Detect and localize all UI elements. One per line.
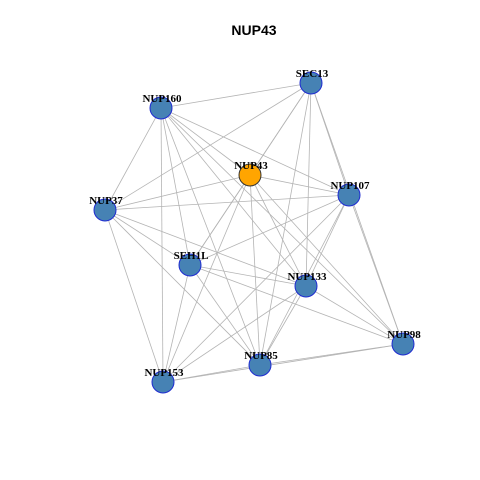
edge-nup160-nup153 — [160, 107, 164, 383]
edge-nup107-nup133 — [305, 194, 350, 287]
edge-nup37-nup153 — [104, 209, 164, 383]
edge-nup160-nup98 — [160, 107, 404, 345]
node-label-nup43: NUP43 — [234, 160, 268, 172]
node-seh1l[interactable] — [178, 253, 202, 277]
edge-nup160-nup43 — [160, 107, 251, 176]
node-label-nup98: NUP98 — [387, 329, 421, 341]
edge-nup43-nup98 — [249, 174, 404, 345]
edge-nup85-nup153 — [162, 364, 261, 383]
edge-nup133-nup98 — [305, 285, 404, 345]
node-label-nup153: NUP153 — [144, 367, 184, 379]
node-label-nup37: NUP37 — [89, 195, 123, 207]
edge-nup43-nup85 — [249, 174, 261, 366]
edge-nup43-nup37 — [104, 174, 251, 211]
edge-nup37-seh1l — [104, 209, 191, 266]
edge-sec13-nup85 — [259, 82, 312, 366]
edge-seh1l-nup98 — [189, 264, 404, 345]
edge-nup133-nup85 — [259, 285, 307, 366]
edge-layer — [104, 82, 404, 383]
node-nup107[interactable] — [337, 183, 361, 207]
edge-seh1l-nup85 — [189, 264, 261, 366]
node-label-nup85: NUP85 — [244, 350, 278, 362]
node-nup160[interactable] — [149, 96, 173, 120]
edge-sec13-nup37 — [104, 82, 312, 211]
edge-nup43-seh1l — [189, 174, 251, 266]
node-sec13[interactable] — [299, 71, 323, 95]
node-nup85[interactable] — [248, 353, 272, 377]
edge-sec13-nup160 — [160, 82, 312, 109]
graph-title: NUP43 — [231, 22, 276, 38]
edge-nup107-nup153 — [162, 194, 350, 383]
node-nup37[interactable] — [93, 198, 117, 222]
edge-nup107-nup98 — [348, 194, 404, 345]
edge-nup107-seh1l — [189, 194, 350, 266]
node-nup153[interactable] — [151, 370, 175, 394]
edge-nup37-nup133 — [104, 209, 307, 287]
edge-nup160-seh1l — [160, 107, 191, 266]
edge-sec13-nup98 — [310, 82, 404, 345]
edge-sec13-nup133 — [305, 82, 312, 287]
edge-nup98-nup153 — [162, 343, 404, 383]
edge-nup37-nup85 — [104, 209, 261, 366]
edge-nup43-nup133 — [249, 174, 307, 287]
node-label-nup107: NUP107 — [330, 180, 370, 192]
edge-seh1l-nup153 — [162, 264, 191, 383]
node-nup98[interactable] — [391, 332, 415, 356]
node-nup43[interactable] — [238, 163, 262, 187]
edge-seh1l-nup133 — [189, 264, 307, 287]
edge-nup160-nup133 — [160, 107, 307, 287]
node-label-nup160: NUP160 — [142, 93, 182, 105]
edge-nup160-nup37 — [104, 107, 162, 211]
edge-nup160-nup85 — [160, 107, 261, 366]
node-label-sec13: SEC13 — [296, 68, 329, 80]
node-layer — [93, 71, 415, 394]
edge-nup43-nup107 — [249, 174, 350, 196]
edge-nup133-nup153 — [162, 285, 307, 383]
edge-nup160-nup107 — [160, 107, 350, 196]
node-nup133[interactable] — [294, 274, 318, 298]
edge-nup43-nup153 — [162, 174, 251, 383]
edge-nup107-nup37 — [104, 194, 350, 211]
node-label-nup133: NUP133 — [287, 271, 327, 283]
node-label-seh1l: SEH1L — [174, 250, 209, 262]
